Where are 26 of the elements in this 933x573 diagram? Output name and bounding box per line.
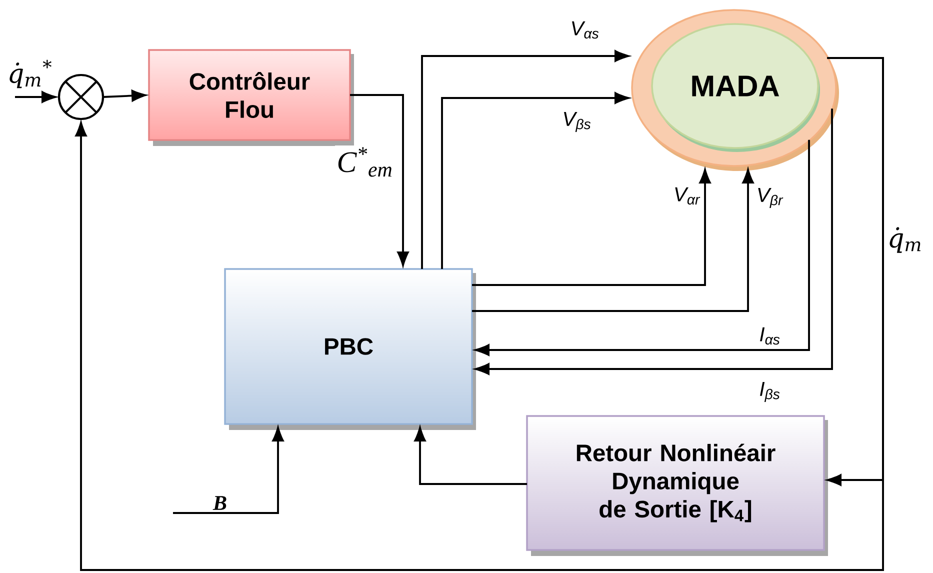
arrow bbox=[15, 91, 56, 103]
feedback-box: Retour Nonlinéair Dynamique de Sortie [K$_{4}$] bbox=[526, 415, 828, 556]
edge-label: I$_{αs}$ bbox=[757, 326, 783, 346]
arrow bbox=[102, 90, 146, 102]
arrow bbox=[472, 169, 711, 286]
arrow bbox=[441, 92, 629, 269]
arrow bbox=[475, 140, 810, 356]
edge-label: V$_{βs}$ bbox=[560, 110, 594, 134]
arrow bbox=[414, 427, 527, 485]
edge-label: V$_{αr}$ bbox=[672, 186, 702, 206]
edge-label: V$_{βr}$ bbox=[754, 186, 786, 210]
summing-junction bbox=[58, 74, 104, 120]
arrow bbox=[475, 108, 833, 375]
edge-label: B bbox=[211, 494, 229, 512]
arrow bbox=[173, 427, 284, 514]
edge-label: V$_{αs}$ bbox=[568, 20, 602, 40]
edge-label: q̇$_{m}$* bbox=[6, 58, 54, 90]
arrow bbox=[472, 169, 754, 312]
controller-box: PBC bbox=[224, 268, 476, 430]
arrow bbox=[75, 57, 884, 571]
arrow bbox=[350, 94, 409, 266]
arrow bbox=[421, 50, 629, 269]
edge-label: C$^{*}$em bbox=[335, 146, 396, 178]
edge-label: I$_{βs}$ bbox=[757, 380, 783, 404]
controller-box: Contrôleur Flou bbox=[148, 49, 354, 146]
edge-label: q̇$_{m}$ bbox=[886, 225, 924, 255]
